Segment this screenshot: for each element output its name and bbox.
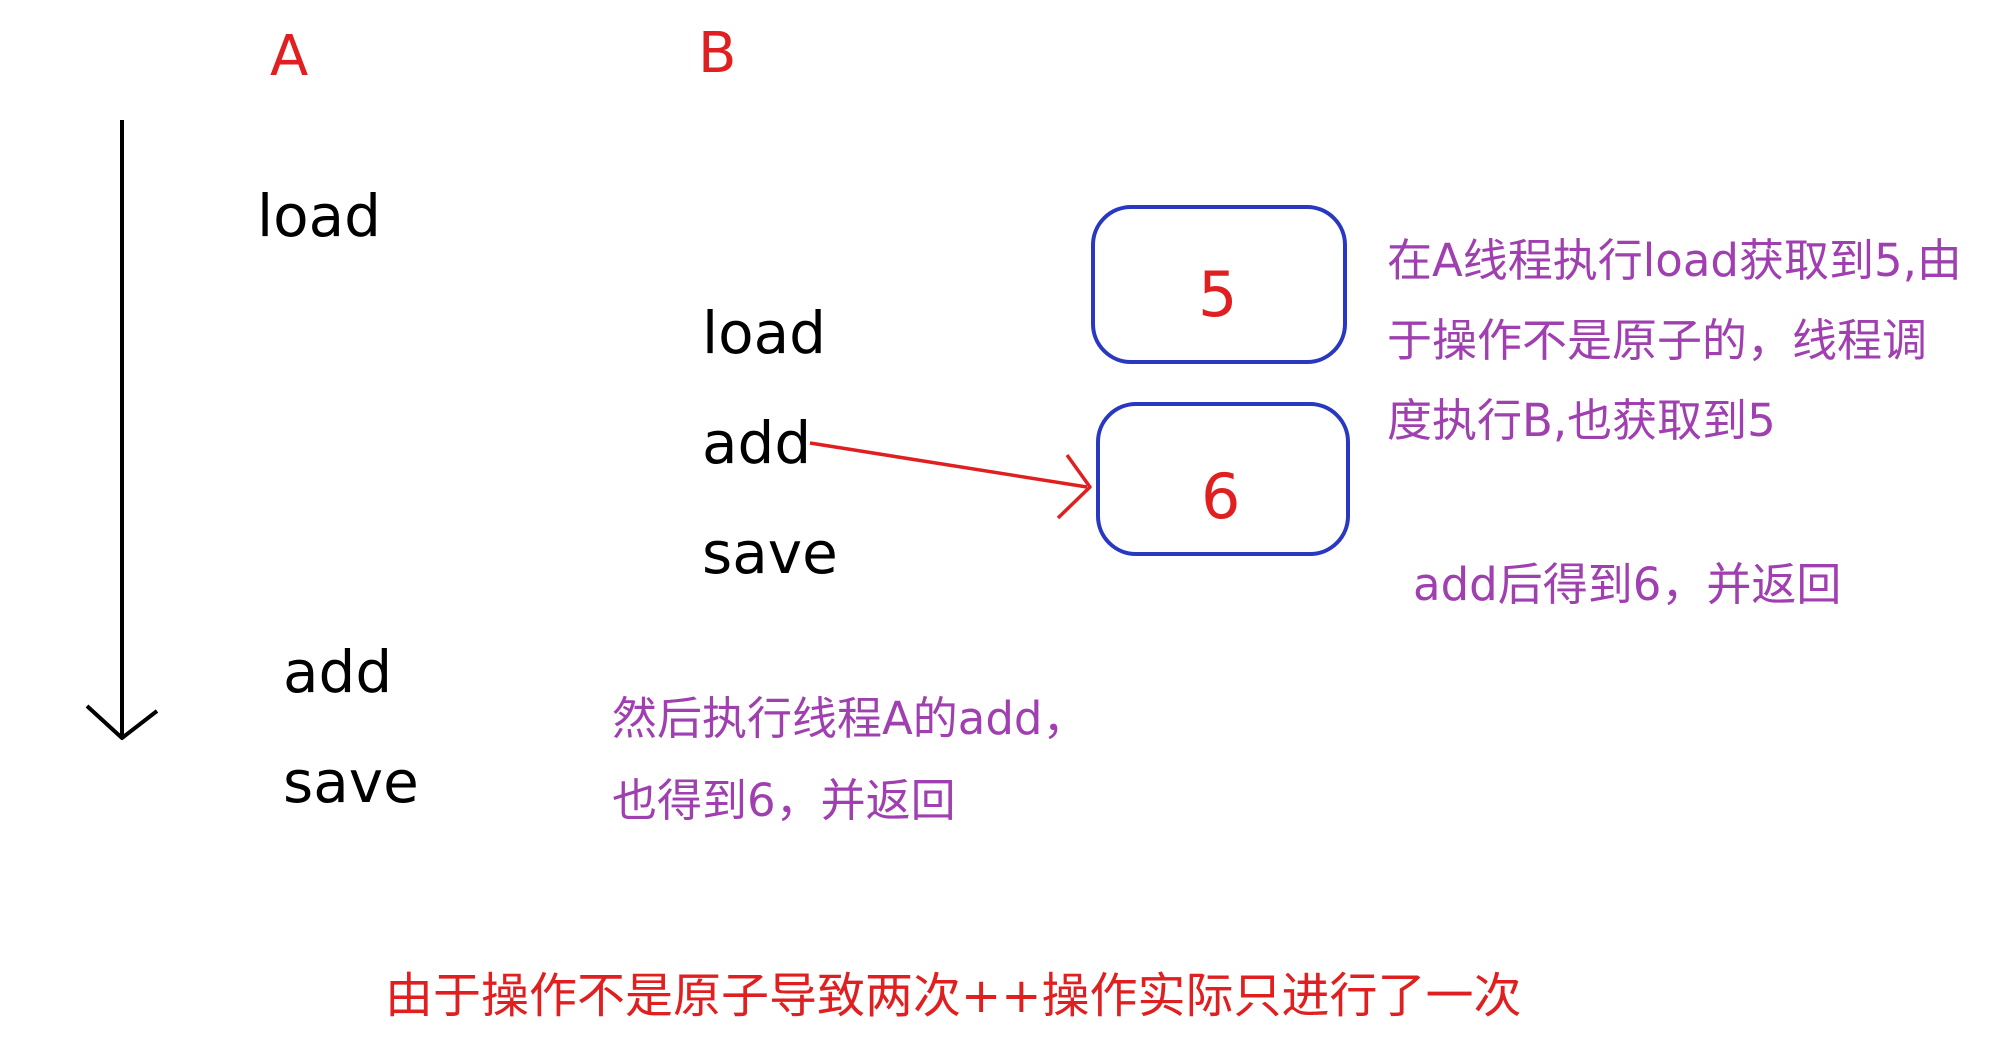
thread-a-op-add: add	[283, 638, 392, 706]
thread-a-op-load: load	[257, 182, 381, 250]
add-b-note: add后得到6，并返回	[1413, 558, 1841, 611]
load-note-line-1: 在A线程执行load获取到5,由	[1387, 234, 1962, 287]
thread-a-label: A	[270, 24, 308, 89]
value-box-6: 6	[1096, 402, 1350, 556]
add-to-value-arrow	[809, 441, 1092, 520]
thread-b-op-load: load	[702, 299, 826, 367]
add-a-note-line-1: 然后执行线程A的add，	[612, 692, 1088, 745]
thread-b-label: B	[698, 21, 736, 86]
add-a-note-line-2: 也得到6，并返回	[612, 774, 956, 827]
value-box-5-text: 5	[1198, 258, 1237, 331]
thread-a-op-save: save	[283, 748, 419, 816]
value-box-6-text: 6	[1201, 460, 1240, 533]
value-box-5: 5	[1091, 205, 1347, 364]
load-note: 在A线程执行load获取到5,由 于操作不是原子的，线程调 度执行B,也获取到5	[1387, 234, 1962, 447]
thread-b-op-save: save	[702, 519, 838, 587]
load-note-line-2: 于操作不是原子的，线程调	[1387, 314, 1927, 367]
thread-b-op-add: add	[702, 409, 811, 477]
load-note-line-3: 度执行B,也获取到5	[1387, 394, 1776, 447]
conclusion-text: 由于操作不是原子导致两次++操作实际只进行了一次	[385, 968, 1521, 1024]
time-arrow	[85, 120, 159, 740]
add-a-note: 然后执行线程A的add， 也得到6，并返回	[612, 692, 1088, 827]
